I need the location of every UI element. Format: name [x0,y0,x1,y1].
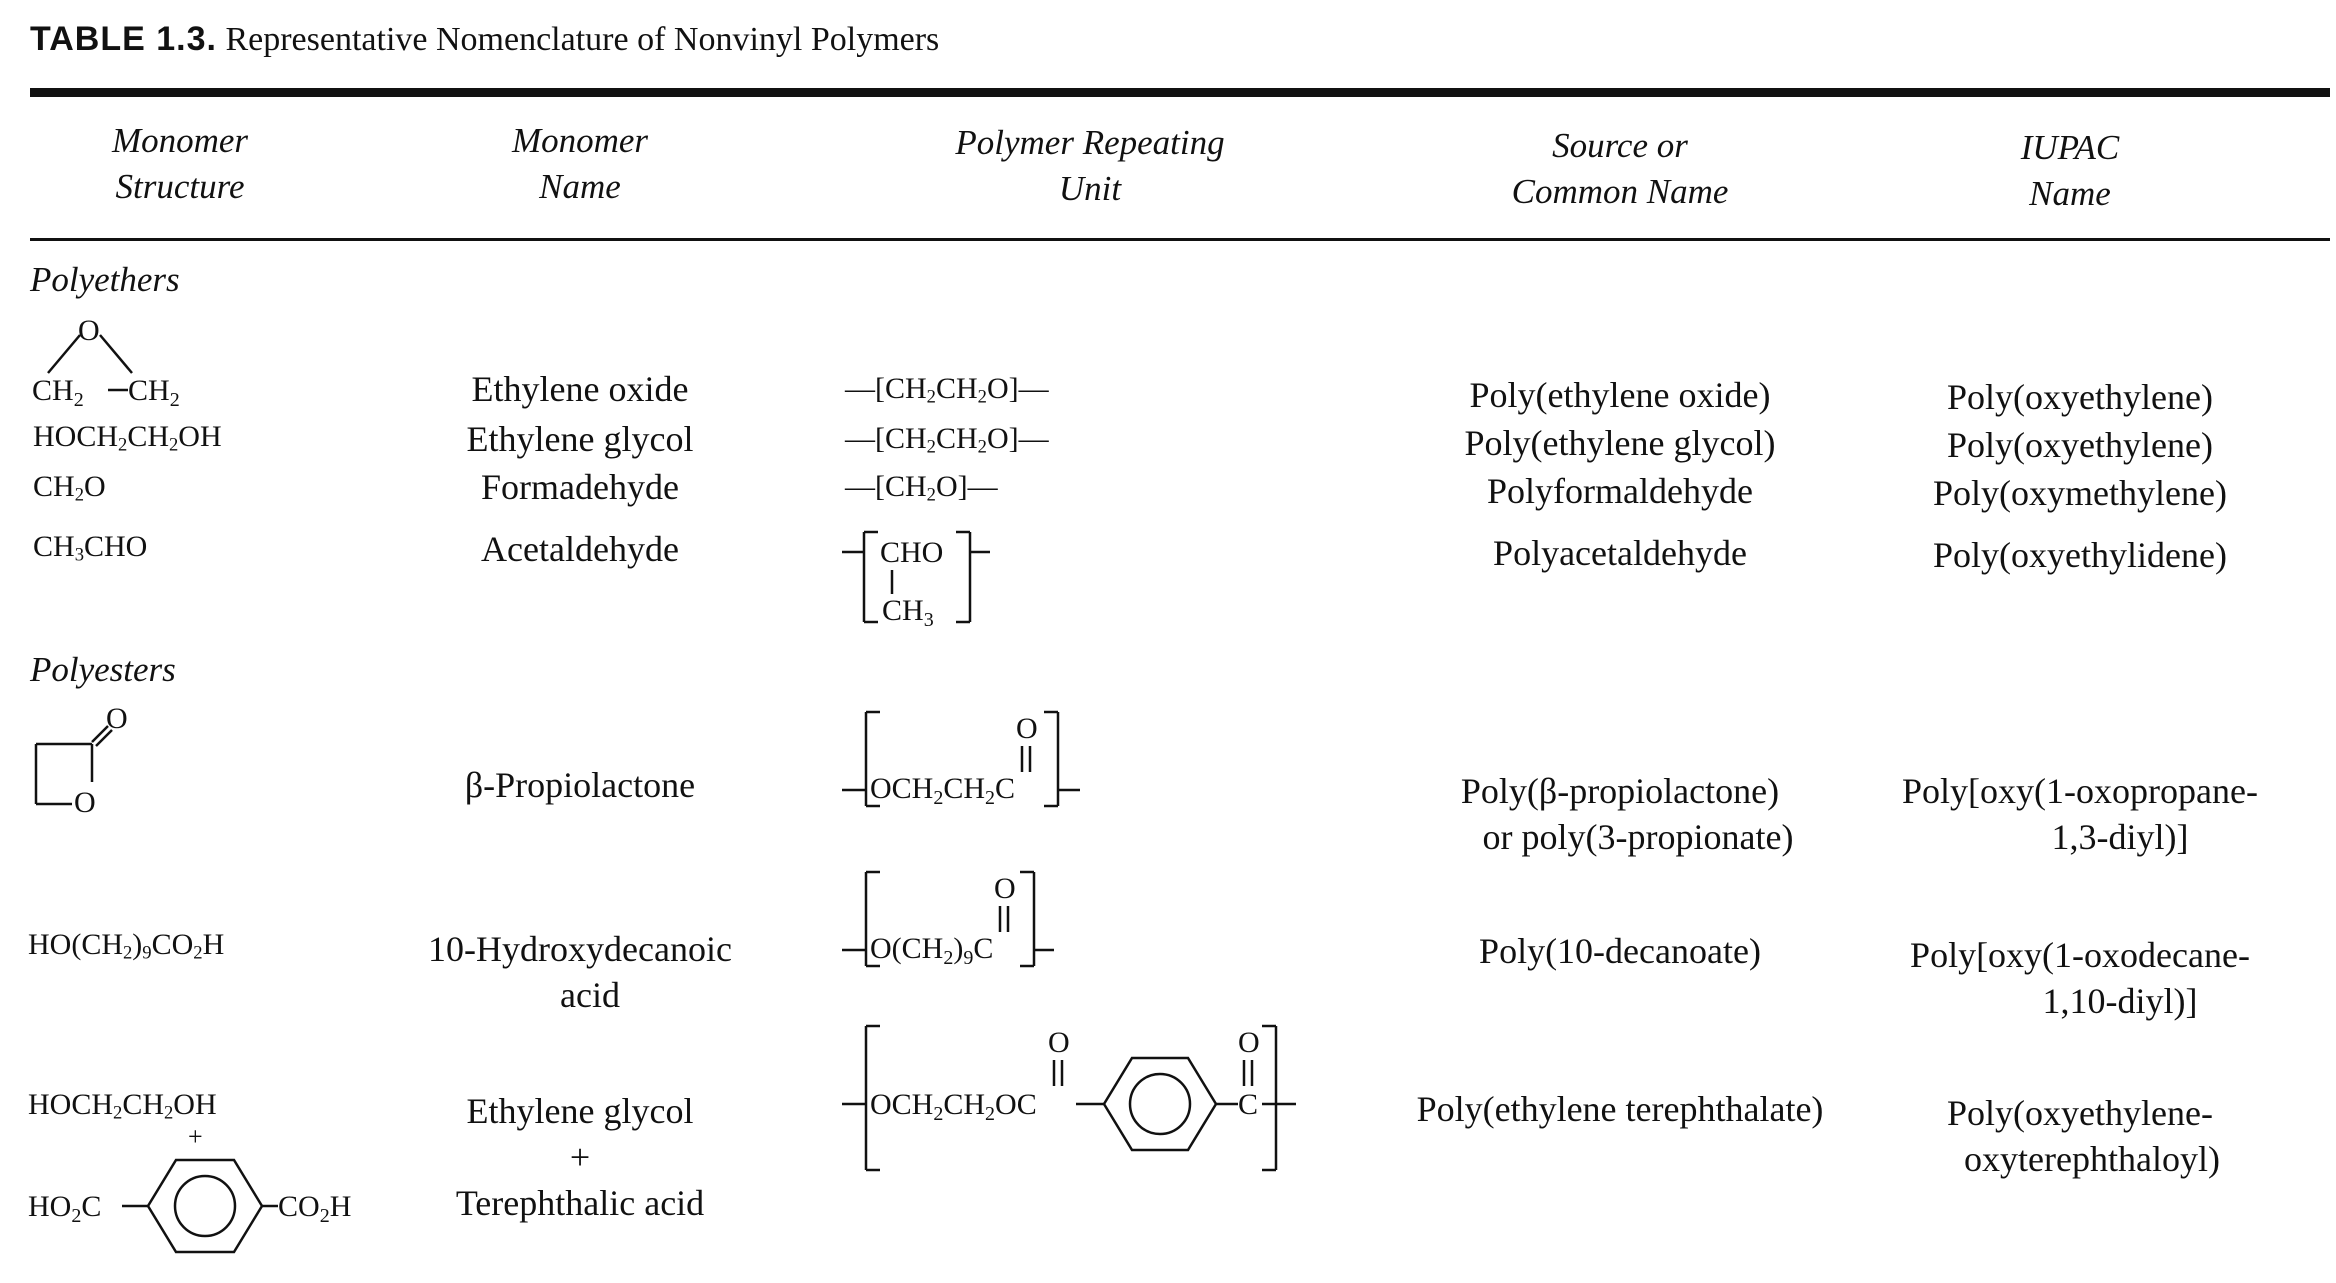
ethylene-oxide-structure: O CH2 CH2 [32,314,180,411]
section-polyethers: Polyethers [30,260,180,299]
common-name-ethylene-glycol: Poly(ethylene glycol) [1464,423,1776,463]
table-label: TABLE 1.3. [30,20,217,58]
table-caption: TABLE 1.3. Representative Nomenclature o… [30,20,939,59]
repeat-unit-pet: OCH2CH2OC O C O [842,1024,1296,1172]
iupac-name-propiolactone: Poly[oxy(1-oxopropane- 1,3-diyl)] [1902,771,2258,857]
structure-hydroxydecanoic: HO(CH2)9CO2H [28,928,225,964]
svg-text:CH2: CH2 [128,374,180,411]
svg-text:O: O [74,786,96,819]
repeat-unit-acetaldehyde: CHO CH3 [842,530,990,631]
monomer-name-formaldehyde: Formadehyde [481,467,679,507]
repeat-unit-hydroxydecanoic: O(CH2)9C O [842,870,1054,969]
terephthalic-acid-structure: HO2C CO2H [28,1158,351,1254]
structure-formaldehyde: CH2O [33,470,106,506]
svg-text:O(CH2)9C: O(CH2)9C [870,932,993,969]
propiolactone-structure: O O [34,702,128,819]
common-name-formaldehyde: Polyformaldehyde [1487,471,1753,511]
svg-text:OCH2CH2C: OCH2CH2C [870,772,1015,809]
common-name-acetaldehyde: Polyacetaldehyde [1493,533,1747,573]
svg-text:CH2: CH2 [32,374,84,411]
svg-text:CHO: CHO [880,536,943,569]
svg-text:HO2C: HO2C [28,1190,101,1227]
iupac-name-ethylene-oxide: Poly(oxyethylene) [1947,377,2213,417]
monomer-name-acetaldehyde: Acetaldehyde [481,529,679,569]
iupac-name-formaldehyde: Poly(oxymethylene) [1933,473,2227,513]
iupac-name-ethylene-glycol: Poly(oxyethylene) [1947,425,2213,465]
common-name-propiolactone: Poly(β-propiolactone) or poly(3-propiona… [1460,771,1794,857]
plus-sign: + [188,1122,203,1151]
svg-text:O: O [1016,712,1038,745]
svg-text:O: O [994,872,1016,905]
svg-text:O: O [78,314,100,347]
structure-ethylene-glycol: HOCH2CH2OH [33,420,222,456]
section-polyesters: Polyesters [30,650,176,689]
monomer-name-pet: Ethylene glycol + Terephthalic acid [455,1091,705,1223]
svg-text:O: O [1048,1026,1070,1059]
common-name-pet: Poly(ethylene terephthalate) [1416,1089,1824,1129]
structure-acetaldehyde: CH3CHO [33,530,148,566]
svg-text:O: O [106,702,128,735]
svg-text:CH3: CH3 [882,594,934,631]
top-rule [30,88,2330,97]
svg-text:OCH2CH2OC: OCH2CH2OC [870,1088,1037,1125]
header-rule [30,238,2330,241]
monomer-name-ethylene-oxide: Ethylene oxide [471,369,689,409]
iupac-name-acetaldehyde: Poly(oxyethylidene) [1933,535,2227,575]
common-name-ethylene-oxide: Poly(ethylene oxide) [1469,375,1771,415]
monomer-name-propiolactone: β-Propiolactone [464,765,696,805]
monomer-name-ethylene-glycol: Ethylene glycol [466,419,694,459]
svg-text:CO2H: CO2H [278,1190,351,1227]
repeat-unit-ethylene-oxide: —[CH2CH2O]— [845,372,1049,408]
repeat-unit-ethylene-glycol: —[CH2CH2O]— [845,422,1049,458]
repeat-unit-propiolactone: OCH2CH2C O [842,710,1080,809]
iupac-name-hydroxydecanoic: Poly[oxy(1-oxodecane- 1,10-diyl)] [1910,935,2250,1021]
common-name-hydroxydecanoic: Poly(10-decanoate) [1479,931,1761,971]
monomer-name-hydroxydecanoic: 10-Hydroxydecanoic acid [428,929,732,1015]
iupac-name-pet: Poly(oxyethylene- oxyterephthaloyl) [1947,1093,2220,1179]
table-title: Representative Nomenclature of Nonvinyl … [225,21,940,58]
svg-text:O: O [1238,1026,1260,1059]
svg-text:C: C [1238,1088,1258,1121]
structure-ethylene-glycol-pet: HOCH2CH2OH [28,1088,217,1124]
repeat-unit-formaldehyde: —[CH2O]— [845,470,998,506]
